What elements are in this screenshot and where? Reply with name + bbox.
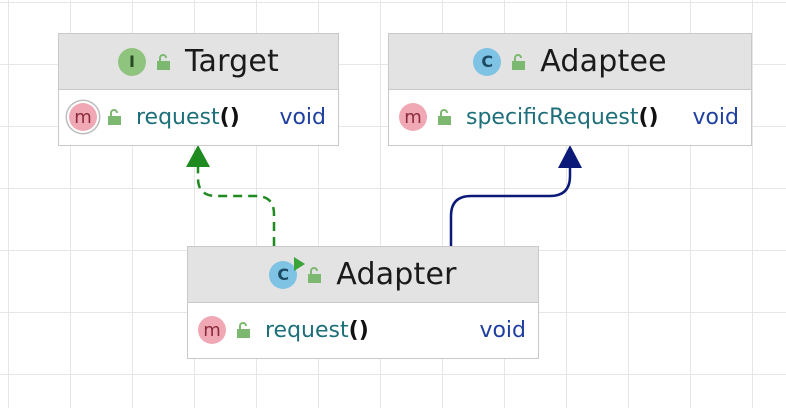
realization-edge-adapter-target[interactable]: [196, 165, 276, 246]
generalization-edge-adapter-adaptee[interactable]: [449, 168, 572, 246]
class-name-adapter: Adapter: [336, 257, 457, 292]
public-lock-icon: [237, 322, 250, 338]
method-icon: m: [198, 316, 226, 344]
method-name-text: request: [265, 317, 349, 343]
public-lock-icon: [438, 109, 451, 125]
method-icon: m: [399, 103, 427, 131]
class-box-adaptee[interactable]: C Adaptee m specificRequest() void: [388, 33, 752, 146]
public-lock-icon: [308, 266, 322, 283]
run-triangle-icon: [294, 256, 306, 271]
member-row-adaptee-specificrequest[interactable]: m specificRequest() void: [389, 90, 751, 144]
class-name-target: Target: [184, 44, 279, 79]
public-lock-icon: [512, 53, 526, 70]
class-name-adaptee: Adaptee: [540, 44, 667, 79]
member-name: request(): [265, 318, 369, 343]
member-return-type: void: [692, 104, 739, 130]
class-kind-letter: C: [277, 265, 290, 284]
class-header-adaptee[interactable]: C Adaptee: [389, 34, 751, 90]
method-parens: (): [638, 104, 659, 130]
method-parens: (): [219, 104, 240, 130]
runnable-class-icon: C: [269, 256, 306, 289]
class-box-target[interactable]: I Target m request() void: [58, 33, 339, 146]
class-box-adapter[interactable]: C Adapter m request() void: [187, 246, 539, 359]
method-name-text: specificRequest: [466, 104, 639, 130]
method-parens: (): [348, 317, 369, 343]
class-header-target[interactable]: I Target: [59, 34, 338, 90]
public-lock-icon: [108, 109, 121, 125]
member-return-type: void: [479, 317, 526, 343]
realization-arrowhead-icon: [186, 145, 210, 167]
class-header-adapter[interactable]: C Adapter: [188, 247, 538, 303]
method-name-text: request: [136, 104, 220, 130]
interface-icon: I: [117, 47, 146, 76]
member-row-adapter-request[interactable]: m request() void: [188, 303, 538, 357]
member-name: request(): [136, 105, 240, 130]
class-icon: C: [473, 47, 502, 76]
public-lock-icon: [156, 53, 170, 70]
method-icon: m: [69, 103, 97, 131]
member-row-target-request[interactable]: m request() void: [59, 90, 338, 144]
member-return-type: void: [279, 104, 326, 130]
member-name: specificRequest(): [466, 105, 659, 130]
generalization-arrowhead-icon: [558, 145, 582, 168]
